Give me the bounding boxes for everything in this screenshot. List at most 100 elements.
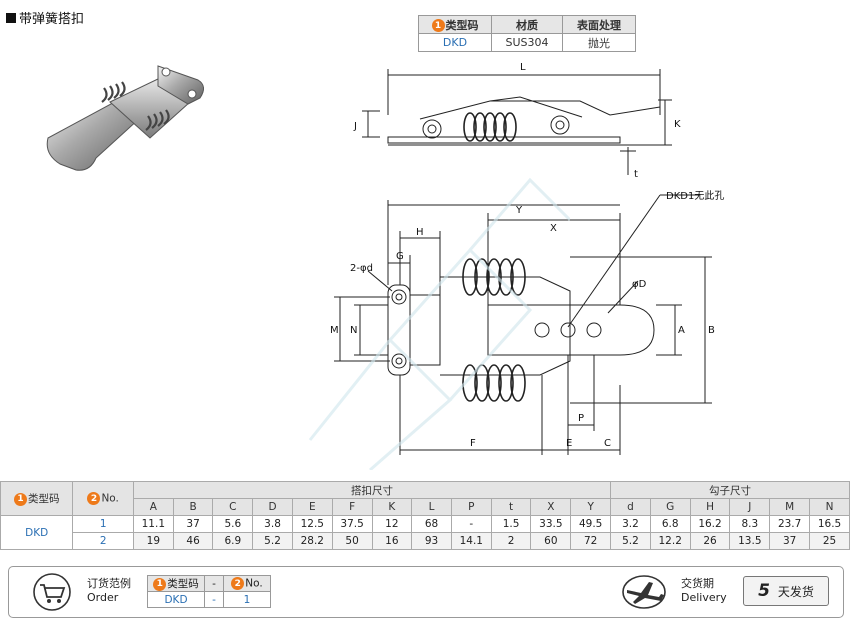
page-title-text: 带弹簧搭扣 (19, 12, 85, 27)
label-X: X (550, 223, 557, 234)
cell-t: 2 (490, 532, 532, 550)
cell-P: - (450, 515, 492, 533)
material-table-row: DKD SUS304 抛光 (418, 33, 636, 52)
cart-icon (33, 573, 71, 611)
title-square-icon (6, 12, 16, 23)
delivery-label-en: Delivery (681, 591, 727, 604)
cell-Y: 72 (570, 532, 612, 550)
column-header-K: K (371, 498, 413, 516)
airplane-icon (622, 575, 666, 609)
cell-t: 1.5 (490, 515, 532, 533)
label-Y: Y (515, 205, 523, 216)
order-example-type: DKD (147, 591, 205, 608)
column-header-D: D (252, 498, 293, 516)
order-example-no: 1 (223, 591, 271, 608)
label-C: C (604, 438, 611, 449)
order-label: 订货范例 Order (87, 577, 131, 605)
dims-type-code-value: DKD (0, 515, 74, 550)
label-hole-note: DKD1无此孔 (666, 189, 724, 202)
order-label-en: Order (87, 591, 119, 604)
label-N: N (350, 325, 357, 336)
cell-N: 25 (809, 532, 850, 550)
cell-L: 68 (411, 515, 452, 533)
label-B: B (708, 325, 715, 336)
order-dash: - (204, 575, 224, 592)
num-badge-1: 1 (13, 492, 27, 506)
cell-K: 12 (371, 515, 413, 533)
column-header-H: H (689, 498, 731, 516)
label-E: E (566, 438, 572, 449)
row-no: 1 (72, 515, 134, 533)
cell-C: 5.6 (212, 515, 254, 533)
dims-type-code-label: 类型码 (27, 493, 60, 505)
cell-A: 19 (132, 532, 174, 550)
cell-B: 37 (172, 515, 214, 533)
cell-C: 6.9 (212, 532, 254, 550)
cell-F: 50 (331, 532, 373, 550)
cell-H: 26 (689, 532, 731, 550)
cell-P: 14.1 (450, 532, 492, 550)
order-type-label: 类型码 (167, 578, 199, 590)
material-header: 材质 (491, 15, 563, 34)
column-header-J: J (729, 498, 771, 516)
num-badge-2: 2 (231, 577, 245, 590)
cell-G: 12.2 (649, 532, 691, 550)
num-badge-2: 2 (87, 492, 101, 505)
cell-Y: 49.5 (570, 515, 612, 533)
column-header-Y: Y (570, 498, 612, 516)
cell-K: 16 (371, 532, 413, 550)
order-dash-value: - (204, 591, 224, 608)
label-hole-dia: 2-φd (350, 263, 373, 274)
column-header-C: C (212, 498, 254, 516)
label-J: J (353, 121, 357, 132)
delivery-days-number: 5 (758, 581, 770, 601)
cell-J: 13.5 (729, 532, 771, 550)
column-header-M: M (769, 498, 811, 516)
cell-D: 5.2 (252, 532, 293, 550)
type-code-value: DKD (418, 33, 492, 52)
cell-B: 46 (172, 532, 214, 550)
cell-L: 93 (411, 532, 452, 550)
cell-G: 6.8 (649, 515, 691, 533)
column-header-t: t (490, 498, 532, 516)
latch-dims-group: 搭扣尺寸 (132, 481, 612, 499)
label-P: P (578, 413, 584, 424)
cell-N: 16.5 (809, 515, 850, 533)
delivery-days-badge: 5 天发货 (743, 576, 829, 606)
column-header-N: N (809, 498, 850, 516)
label-H: H (416, 227, 424, 238)
column-header-A: A (132, 498, 174, 516)
order-label-cn: 订货范例 (87, 577, 131, 590)
cell-E: 12.5 (291, 515, 333, 533)
cell-d: 3.2 (610, 515, 651, 533)
label-F: F (470, 438, 476, 449)
column-header-E: E (291, 498, 333, 516)
label-G: G (396, 251, 404, 262)
cell-D: 3.8 (252, 515, 293, 533)
cell-X: 60 (530, 532, 572, 550)
num-badge-1: 1 (431, 19, 445, 32)
cell-X: 33.5 (530, 515, 572, 533)
label-L: L (520, 62, 526, 73)
column-header-B: B (172, 498, 214, 516)
order-no-label: No. (245, 577, 263, 590)
cell-J: 8.3 (729, 515, 771, 533)
cell-E: 28.2 (291, 532, 333, 550)
label-phiD: φD (632, 279, 647, 290)
surface-value: 抛光 (562, 33, 636, 52)
column-header-L: L (411, 498, 452, 516)
hook-dims-group: 勾子尺寸 (610, 481, 850, 499)
order-example-row: DKD - 1 (147, 591, 271, 608)
label-K: K (674, 119, 681, 130)
